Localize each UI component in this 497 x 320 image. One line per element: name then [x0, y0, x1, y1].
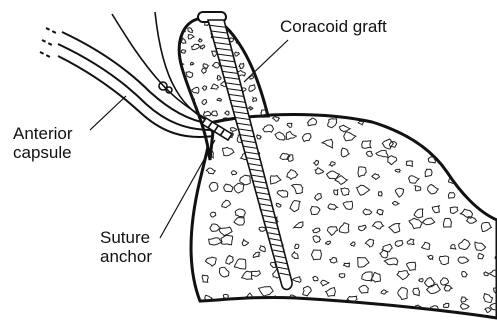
bone-pore — [440, 118, 445, 122]
bone-pore — [174, 72, 177, 74]
bone-pore — [202, 312, 212, 318]
bone-pore — [323, 303, 330, 310]
bone-pore — [264, 70, 270, 75]
label-coracoid-graft-text: Coracoid graft — [280, 17, 387, 36]
bone-pore — [246, 19, 253, 26]
bone-pore — [472, 119, 480, 127]
label-anterior-capsule: Anterior capsule — [13, 124, 73, 162]
label-suture-anchor: Suture anchor — [100, 228, 152, 266]
bone-pore — [236, 21, 243, 26]
bone-pore — [270, 307, 279, 317]
bone-pore — [483, 160, 489, 165]
bone-pore — [468, 160, 477, 167]
bone-pore — [180, 153, 184, 157]
bone-pore — [254, 306, 262, 315]
bone-pore — [176, 142, 182, 147]
label-suture-anchor-line1: Suture — [100, 228, 152, 247]
bone-pore — [478, 132, 491, 142]
bone-pore — [363, 309, 370, 316]
bone-pore — [236, 306, 245, 313]
bone-pore — [187, 122, 192, 125]
bone-pore — [309, 303, 317, 309]
bone-pore — [460, 142, 468, 150]
bone-pore — [459, 119, 471, 128]
bone-pore — [264, 49, 269, 54]
label-coracoid-graft: Coracoid graft — [280, 17, 387, 36]
bone-pore — [294, 307, 301, 312]
bone-pore — [260, 27, 267, 32]
glenoid-bone — [191, 115, 497, 319]
bone-pore — [188, 143, 195, 148]
bone-pore — [449, 142, 457, 147]
label-anterior-capsule-line1: Anterior — [13, 124, 73, 143]
bone-pore — [414, 122, 418, 126]
bone-pore — [377, 307, 388, 314]
label-suture-anchor-line2: anchor — [100, 247, 152, 266]
bone-pore — [478, 166, 486, 172]
bone-pore — [261, 85, 266, 91]
bone-pore — [176, 83, 181, 87]
bone-pore — [483, 201, 490, 207]
bone-pore — [191, 154, 197, 158]
bone-pore — [442, 154, 451, 161]
bone-pore — [182, 106, 185, 109]
label-anterior-capsule-line2: capsule — [13, 143, 73, 162]
bone-pore — [345, 314, 350, 318]
bone-pore — [258, 37, 262, 40]
leader-anterior-capsule — [90, 96, 126, 130]
bone-pore — [398, 123, 406, 130]
bone-pore — [423, 136, 431, 145]
bone-pore — [248, 49, 254, 55]
bone-pore — [247, 37, 254, 42]
bone-pore — [476, 194, 486, 201]
bone-pore — [434, 126, 441, 131]
bone-pore — [464, 169, 469, 173]
bone-pore — [226, 310, 237, 319]
